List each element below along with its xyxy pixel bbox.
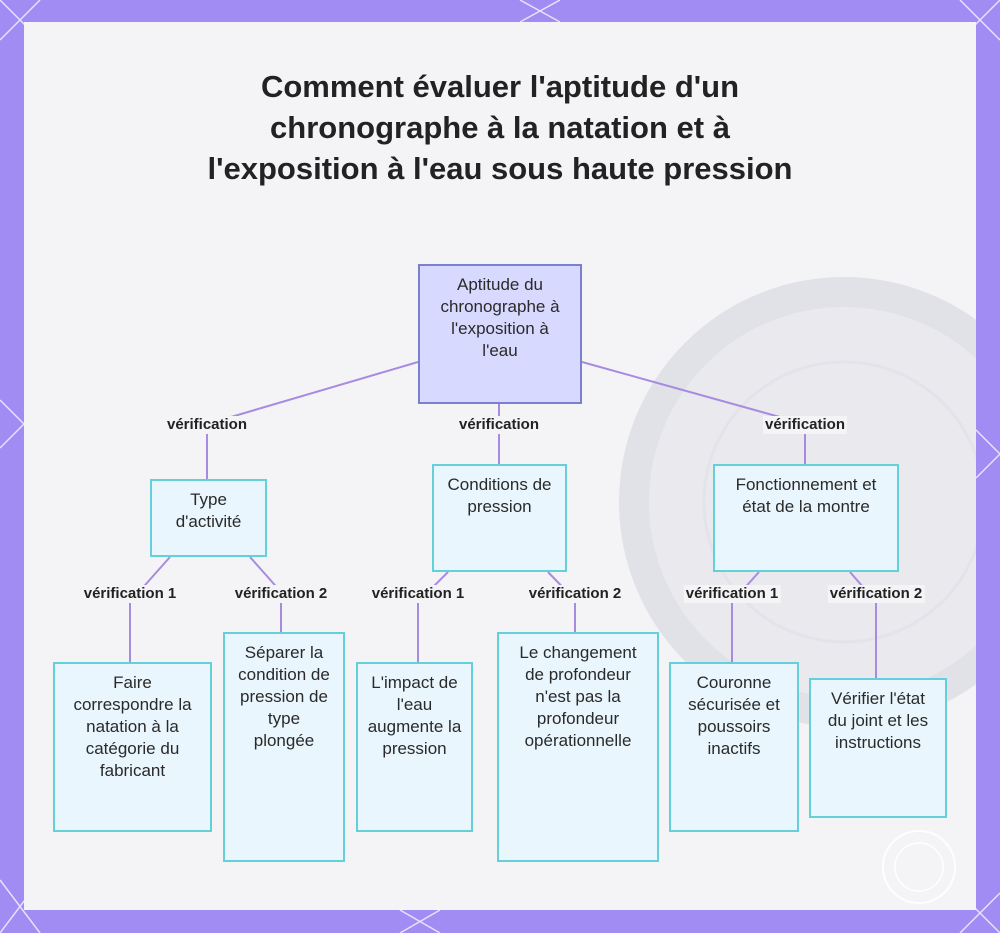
branch-node-text: Type d'activité xyxy=(175,490,242,531)
diagram-panel: Comment évaluer l'aptitude d'un chronogr… xyxy=(24,22,976,910)
watch-logo-icon xyxy=(882,830,956,904)
page-title: Comment évaluer l'aptitude d'un chronogr… xyxy=(207,69,793,186)
leaf-node-couronne-securisee: Couronne sécurisée et poussoirs inactifs xyxy=(669,662,799,832)
leaf-node-text: Séparer la condition de pression de type… xyxy=(238,643,330,750)
leaf-node-text: L'impact de l'eau augmente la pression xyxy=(367,673,462,758)
branch-node-fonctionnement: Fonctionnement et état de la montre xyxy=(713,464,899,572)
leaf-node-text: Couronne sécurisée et poussoirs inactifs xyxy=(688,673,780,758)
leaf-node-impact-eau: L'impact de l'eau augmente la pression xyxy=(356,662,473,832)
edge-label-fonctionnement-2: vérification 2 xyxy=(827,585,925,603)
leaf-node-changement-profondeur: Le changement de profondeur n'est pas la… xyxy=(497,632,659,862)
edge-label-root-to-conditions: vérification xyxy=(456,416,542,434)
edge-type-to-leaf-1 xyxy=(129,556,171,662)
root-node-text: Aptitude du chronographe à l'exposition … xyxy=(440,275,560,360)
leaf-node-text: Vérifier l'état du joint et les instruct… xyxy=(827,689,929,752)
root-node: Aptitude du chronographe à l'exposition … xyxy=(418,264,582,404)
edge-label-root-to-fonctionnement: vérification xyxy=(762,416,848,434)
leaf-node-text: Faire correspondre la natation à la caté… xyxy=(73,673,192,780)
leaf-node-verifier-joint: Vérifier l'état du joint et les instruct… xyxy=(809,678,947,818)
edge-label-type-1: vérification 1 xyxy=(81,585,179,603)
branch-node-type-activite: Type d'activité xyxy=(150,479,267,557)
edge-label-fonctionnement-1: vérification 1 xyxy=(683,585,781,603)
edge-label-conditions-2: vérification 2 xyxy=(526,585,624,603)
edge-label-type-2: vérification 2 xyxy=(232,585,330,603)
branch-node-conditions-pression: Conditions de pression xyxy=(432,464,567,572)
edge-root-to-fonctionnement xyxy=(581,361,806,464)
leaf-node-text: Le changement de profondeur n'est pas la… xyxy=(519,643,637,750)
leaf-node-faire-correspondre: Faire correspondre la natation à la caté… xyxy=(53,662,212,832)
branch-node-text: Conditions de pression xyxy=(447,475,552,516)
branch-node-text: Fonctionnement et état de la montre xyxy=(735,475,877,516)
edge-label-conditions-1: vérification 1 xyxy=(369,585,467,603)
leaf-node-separer-condition: Séparer la condition de pression de type… xyxy=(223,632,345,862)
edge-label-root-to-type: vérification xyxy=(164,416,250,434)
